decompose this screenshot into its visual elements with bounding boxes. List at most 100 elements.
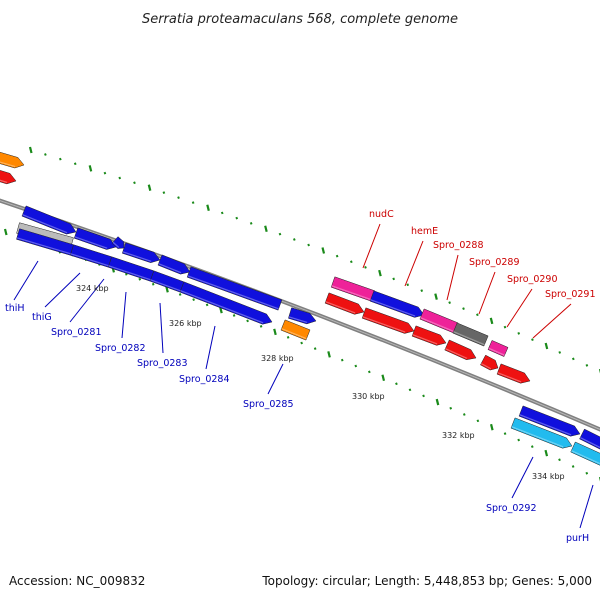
outer-tick (58, 157, 62, 161)
inner-tick (205, 303, 209, 307)
gene-cyan-0292 (510, 417, 573, 449)
gene-blue-hemE-sheen (370, 299, 416, 317)
gene-label: purH (566, 533, 589, 544)
outer-tick (448, 301, 451, 304)
leader-line (69, 278, 105, 323)
gene-red-6 (496, 363, 531, 384)
gene-red-4 (444, 339, 477, 361)
inner-tick (327, 351, 331, 358)
outer-tick (585, 364, 589, 367)
leader-line (511, 456, 534, 499)
gene-blue-d-sheen (122, 251, 152, 262)
outer-tick (406, 283, 410, 287)
outer-tick (177, 196, 180, 199)
inner-tick (517, 438, 521, 442)
inner-tick (300, 341, 303, 345)
outer-tick (364, 266, 367, 269)
inner-tick (354, 364, 358, 368)
accession-text: Accession: NC_009832 (9, 574, 146, 588)
outer-tick (235, 216, 239, 220)
outer-tick (531, 338, 534, 342)
leader-line (506, 288, 533, 328)
inner-tick (435, 398, 440, 406)
scale-label: 324 kbp (76, 284, 109, 293)
gene-label: thiH (5, 303, 25, 314)
gene-arrows (0, 151, 600, 466)
gene-blue-a (21, 205, 77, 235)
inner-tick (503, 432, 507, 435)
inner-tick (462, 413, 466, 416)
inner-tick (151, 282, 155, 286)
gene-orange-left (0, 151, 25, 169)
inner-tick (381, 374, 386, 382)
inner-tick (367, 370, 371, 374)
gene-gray-0288 (452, 322, 489, 347)
inner-tick (313, 347, 317, 351)
label-leader-lines (13, 223, 594, 529)
outer-tick (103, 171, 107, 175)
leader-line (362, 223, 381, 269)
gene-label: Spro_0282 (95, 343, 146, 354)
gene-blue-hemE (369, 290, 425, 318)
outer-tick (118, 176, 122, 180)
scale-label: 332 kbp (442, 431, 475, 440)
inner-tick (422, 394, 425, 398)
tick-marks (3, 146, 600, 482)
outer-tick (335, 254, 339, 258)
outer-tick (278, 232, 282, 236)
inner-tick (449, 406, 453, 410)
gene-label: nudC (369, 209, 394, 220)
leader-line (13, 260, 39, 301)
gene-blue-b-sheen (74, 236, 108, 249)
leader-line (159, 302, 164, 354)
inner-tick (246, 319, 249, 323)
gene-label: Spro_0288 (433, 240, 484, 251)
gene-red-2-sheen (362, 316, 406, 333)
outer-tick (378, 269, 382, 277)
leader-line (44, 272, 81, 308)
outer-tick (220, 211, 224, 215)
leader-line (121, 291, 127, 339)
gene-blue-e (157, 254, 191, 275)
scale-label: 334 kbp (532, 472, 565, 481)
gene-label: hemE (411, 226, 438, 237)
leader-line (478, 271, 496, 315)
gene-red-3-sheen (412, 334, 438, 345)
gene-blue-a-sheen (22, 214, 68, 234)
outer-tick (191, 201, 195, 205)
gene-orange-0285-sheen (281, 328, 307, 340)
leader-line (446, 254, 459, 301)
outer-tick (264, 225, 268, 232)
outer-tick (571, 357, 575, 361)
inner-tick (585, 471, 589, 475)
gene-gray-0288-sheen (453, 331, 485, 346)
inner-tick (219, 306, 223, 314)
gene-blue-m-sheen (519, 414, 572, 436)
gene-label: Spro_0289 (469, 257, 520, 268)
outer-tick (162, 191, 166, 194)
outer-tick (321, 247, 326, 254)
inner-tick (178, 293, 182, 296)
gene-label: Spro_0284 (179, 374, 230, 385)
gene-blue-g-sheen (16, 237, 72, 255)
gene-red-left (0, 170, 17, 185)
gene-blue-h-sheen (70, 253, 109, 267)
gene-red-2 (361, 307, 415, 334)
gene-label: Spro_0292 (486, 503, 537, 514)
outer-tick (489, 317, 494, 325)
gene-blue-d (121, 242, 161, 263)
outer-tick (88, 165, 93, 172)
inner-tick (395, 382, 398, 386)
gene-blue-k-sheen (180, 290, 264, 324)
outer-tick (558, 351, 562, 354)
gene-labels: thiHthiGSpro_0281Spro_0282Spro_0283Spro_… (5, 209, 596, 544)
outer-tick (476, 313, 479, 317)
inner-tick (259, 324, 263, 328)
inner-tick (490, 423, 494, 431)
gene-blue-j-sheen (150, 279, 181, 292)
gene-blue-f (186, 266, 283, 311)
gene-blue-0285-sheen (288, 316, 308, 324)
map-title: Serratia proteamaculans 568, complete ge… (142, 12, 458, 27)
